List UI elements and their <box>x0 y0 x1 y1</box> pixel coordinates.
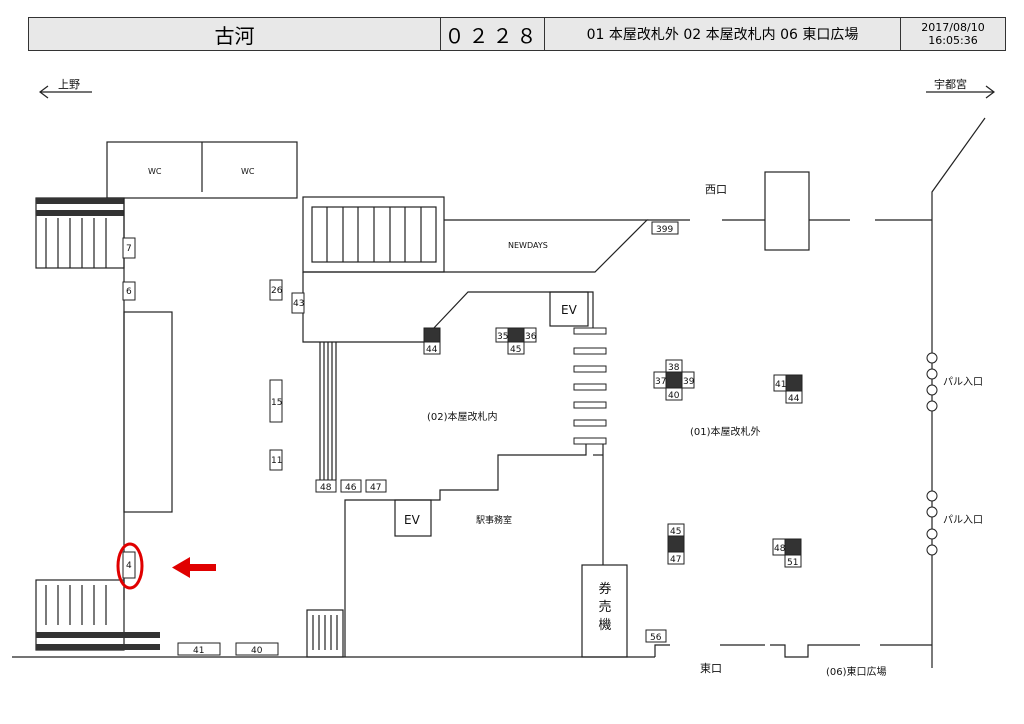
spot-44: 44 <box>423 327 441 355</box>
direction-left: 上野 <box>39 78 92 99</box>
spot-7: 7 <box>122 237 136 259</box>
svg-text:45: 45 <box>510 345 521 355</box>
svg-text:26: 26 <box>271 286 283 296</box>
svg-text:7: 7 <box>126 244 132 254</box>
svg-text:46: 46 <box>345 483 357 493</box>
pal-entrance-label: パル入口 <box>943 514 983 526</box>
svg-text:37: 37 <box>655 377 666 387</box>
svg-text:40: 40 <box>668 391 680 401</box>
spot-6: 6 <box>122 281 136 301</box>
spot-4: 4 <box>122 551 136 579</box>
stairs-upper-left <box>35 197 125 269</box>
svg-text:399: 399 <box>656 225 673 235</box>
wc-label: WC <box>148 167 162 176</box>
svg-text:56: 56 <box>650 633 662 643</box>
svg-text:6: 6 <box>126 287 132 297</box>
date: 2017/08/10 <box>921 21 985 34</box>
spot-45-47: 45 47 <box>667 523 685 565</box>
spot-46: 46 <box>340 479 362 493</box>
svg-text:41: 41 <box>193 646 204 656</box>
svg-text:45: 45 <box>670 527 681 537</box>
svg-text:48: 48 <box>774 544 786 554</box>
newdays-label: NEWDAYS <box>508 241 548 250</box>
svg-text:宇都宮: 宇都宮 <box>934 77 967 91</box>
svg-text:4: 4 <box>126 561 132 571</box>
svg-text:40: 40 <box>251 646 263 656</box>
spot-43: 43 <box>291 292 305 314</box>
plaza-label: (06)東口広場 <box>826 665 887 678</box>
spot-11: 11 <box>269 449 283 471</box>
timestamp: 2017/08/10 16:05:36 <box>901 18 1005 50</box>
svg-text:39: 39 <box>683 377 695 387</box>
svg-text:15: 15 <box>271 398 282 408</box>
office-label: 駅事務室 <box>476 514 512 526</box>
direction-right: 宇都宮 <box>926 77 995 99</box>
stairs-lower-left <box>35 579 160 651</box>
spot-26: 26 <box>269 279 283 301</box>
svg-text:38: 38 <box>668 363 680 373</box>
spot-56: 56 <box>645 629 667 643</box>
spot-40: 40 <box>235 642 279 656</box>
header-bar: 古河 ０２２８ 01 本屋改札外 02 本屋改札内 06 東口広場 2017/0… <box>28 17 1006 51</box>
time: 16:05:36 <box>928 34 978 47</box>
svg-text:35: 35 <box>497 332 508 342</box>
svg-text:41: 41 <box>775 380 786 390</box>
svg-text:44: 44 <box>788 394 800 404</box>
svg-text:上野: 上野 <box>58 78 80 91</box>
outside-gate-label: (01)本屋改札外 <box>690 425 761 438</box>
highlight-circle <box>116 542 144 590</box>
svg-text:43: 43 <box>293 299 304 309</box>
station-code: ０２２８ <box>441 18 545 50</box>
svg-text:48: 48 <box>320 483 332 493</box>
spot-47: 47 <box>365 479 387 493</box>
spot-15: 15 <box>269 379 283 423</box>
ticket-machine-label: 券売機 <box>598 582 612 633</box>
ev-label: EV <box>561 303 578 317</box>
svg-text:36: 36 <box>525 332 537 342</box>
east-exit-label: 東口 <box>700 662 722 675</box>
wc-label: WC <box>241 167 255 176</box>
station-name: 古河 <box>29 18 441 50</box>
svg-text:47: 47 <box>670 555 681 565</box>
svg-text:11: 11 <box>271 456 282 466</box>
svg-text:51: 51 <box>787 558 798 568</box>
ticket-machine-box <box>581 564 628 658</box>
highlight-arrow <box>172 557 216 578</box>
spot-48: 48 <box>315 479 337 493</box>
pal-entrance-label: パル入口 <box>943 376 983 388</box>
spot-41: 41 <box>177 642 221 656</box>
inside-gate-label: (02)本屋改札内 <box>427 410 498 423</box>
area-list: 01 本屋改札外 02 本屋改札内 06 東口広場 <box>545 18 901 50</box>
west-exit-label: 西口 <box>705 183 727 196</box>
spot-35-36-45: 35 36 45 <box>495 327 537 355</box>
svg-text:47: 47 <box>370 483 381 493</box>
spot-399: 399 <box>651 221 679 235</box>
ev-label: EV <box>404 513 421 527</box>
svg-text:44: 44 <box>426 345 438 355</box>
